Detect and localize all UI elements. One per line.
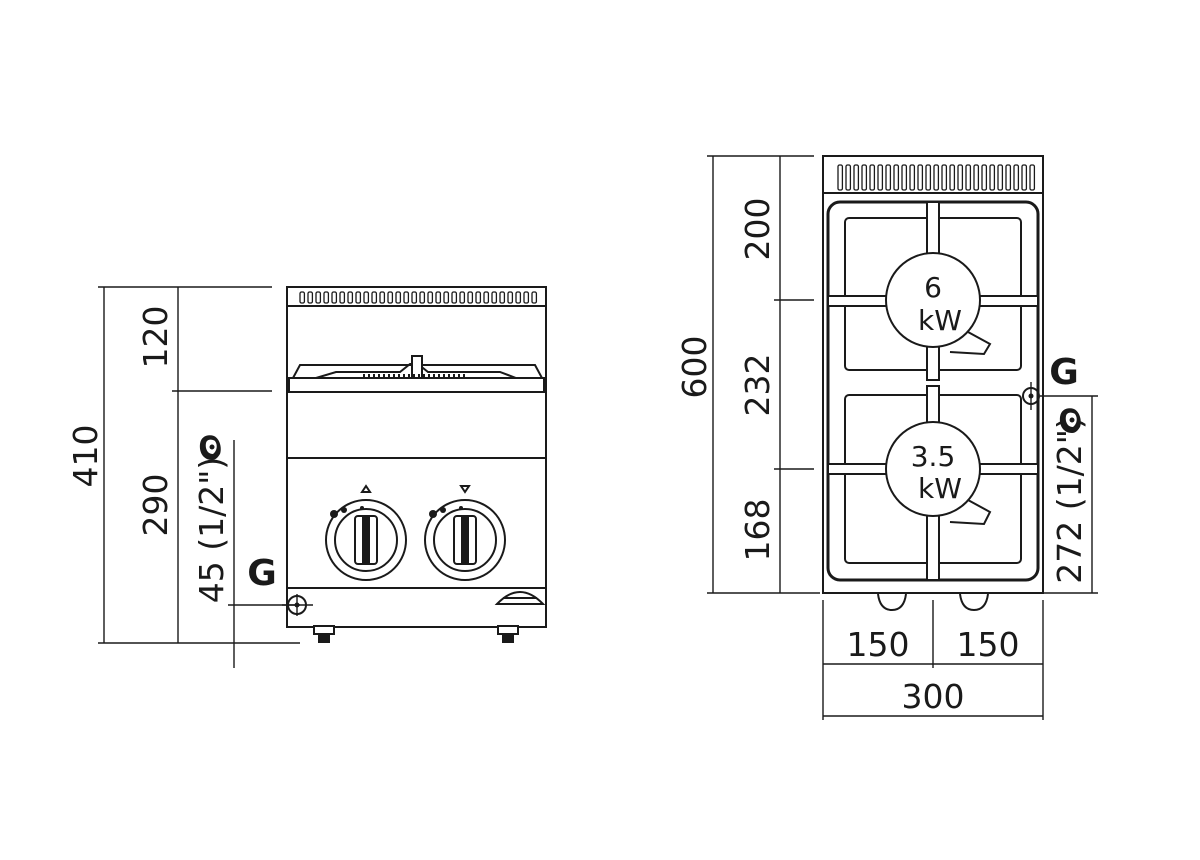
top-gas-label: G <box>1049 352 1079 393</box>
gas-flame-icon <box>199 435 221 460</box>
vent-slat <box>467 291 474 304</box>
vent-slat <box>941 164 948 191</box>
gas-connection-icon <box>282 594 313 616</box>
vent-slat <box>315 291 322 304</box>
vent-slat <box>997 164 1004 191</box>
dim-410-label: 410 <box>66 425 105 488</box>
front-view: 410 120 290 45 (1/2") G <box>66 286 547 668</box>
vent-slat <box>853 164 860 191</box>
vent-slat <box>387 291 394 304</box>
vent-slat <box>877 164 884 191</box>
vent-slat <box>917 164 924 191</box>
vent-slat <box>307 291 314 304</box>
dim-overall-height: 410 <box>66 286 300 644</box>
vent-slat <box>989 164 996 191</box>
vent-slat <box>483 291 490 304</box>
vent-slat <box>515 291 522 304</box>
vent-slat <box>1013 164 1020 191</box>
vent-slat <box>965 164 972 191</box>
burner-1-power: 6 <box>924 271 942 304</box>
burner-2-power: 3.5 <box>911 440 956 473</box>
vent-slat <box>909 164 916 191</box>
vent-slat <box>395 291 402 304</box>
vent-slat <box>443 291 450 304</box>
vent-slat <box>499 291 506 304</box>
dim-120-label: 120 <box>136 306 175 369</box>
vent-slat <box>925 164 932 191</box>
dim-232-label: 232 <box>738 354 777 417</box>
vent-slat <box>1021 164 1028 191</box>
vent-slat <box>347 291 354 304</box>
vent-slat <box>475 291 482 304</box>
top-vent-grille <box>837 164 1036 191</box>
vent-slat <box>411 291 418 304</box>
dim-widths: 150 150 300 <box>822 600 1044 720</box>
vent-slat <box>933 164 940 191</box>
vent-slat <box>957 164 964 191</box>
dim-168-label: 168 <box>738 499 777 562</box>
gas-flame-icon <box>1059 408 1081 433</box>
vent-slat <box>427 291 434 304</box>
control-knob-icon <box>424 485 506 581</box>
front-gas-label: G <box>247 553 277 594</box>
vent-slat <box>861 164 868 191</box>
front-appliance <box>282 286 547 643</box>
vent-slat <box>355 291 362 304</box>
dim-overall-depth: 600 <box>675 155 820 594</box>
vent-slat <box>531 291 538 304</box>
vent-slat <box>331 291 338 304</box>
dim-150-left-label: 150 <box>847 625 910 664</box>
dim-top-body: 120 290 <box>136 287 272 643</box>
vent-slat <box>949 164 956 191</box>
vent-slat <box>371 291 378 304</box>
vent-slat <box>363 291 370 304</box>
vent-slat <box>323 291 330 304</box>
top-appliance: 6 kW 3.5 kW <box>822 155 1044 612</box>
vent-slat <box>299 291 306 304</box>
dim-200-label: 200 <box>738 198 777 261</box>
vent-slat <box>837 164 844 191</box>
dim-300-label: 300 <box>902 677 965 716</box>
dim-burner-spacing: 200 232 168 <box>738 156 814 593</box>
vent-slat <box>435 291 442 304</box>
vent-slat <box>419 291 426 304</box>
dim-272-label: 272 (1/2") <box>1050 416 1089 584</box>
vent-slat <box>491 291 498 304</box>
dim-290-label: 290 <box>136 474 175 537</box>
vent-slat <box>459 291 466 304</box>
vent-slat <box>893 164 900 191</box>
control-knob-icon <box>325 484 407 581</box>
vent-slat <box>973 164 980 191</box>
dim-45-label: 45 (1/2") <box>192 457 231 604</box>
vent-slat <box>1005 164 1012 191</box>
vent-slat <box>901 164 908 191</box>
vent-slat <box>523 291 530 304</box>
dim-150-right-label: 150 <box>957 625 1020 664</box>
vent-slat <box>1029 164 1036 191</box>
burner-6kw: 6 kW <box>885 252 992 356</box>
burner-slots <box>363 374 465 378</box>
top-view: 600 200 232 168 272 (1/2") G <box>675 155 1098 720</box>
vent-slat <box>507 291 514 304</box>
gas-connection-icon <box>1022 382 1040 410</box>
vent-slat <box>869 164 876 191</box>
vent-slat <box>379 291 386 304</box>
front-vent-grille <box>299 291 538 304</box>
vent-slat <box>885 164 892 191</box>
vent-slat <box>339 291 346 304</box>
dim-600-label: 600 <box>675 336 714 399</box>
burner-2-unit: kW <box>918 472 962 505</box>
burner-3-5kw: 3.5 kW <box>885 421 992 526</box>
vent-slat <box>845 164 852 191</box>
vent-slat <box>403 291 410 304</box>
burner-1-unit: kW <box>918 304 962 337</box>
dim-gas-depth: 272 (1/2") <box>1040 395 1098 594</box>
dim-gas-height: 45 (1/2") <box>192 435 300 668</box>
vent-slat <box>451 291 458 304</box>
vent-slat <box>981 164 988 191</box>
